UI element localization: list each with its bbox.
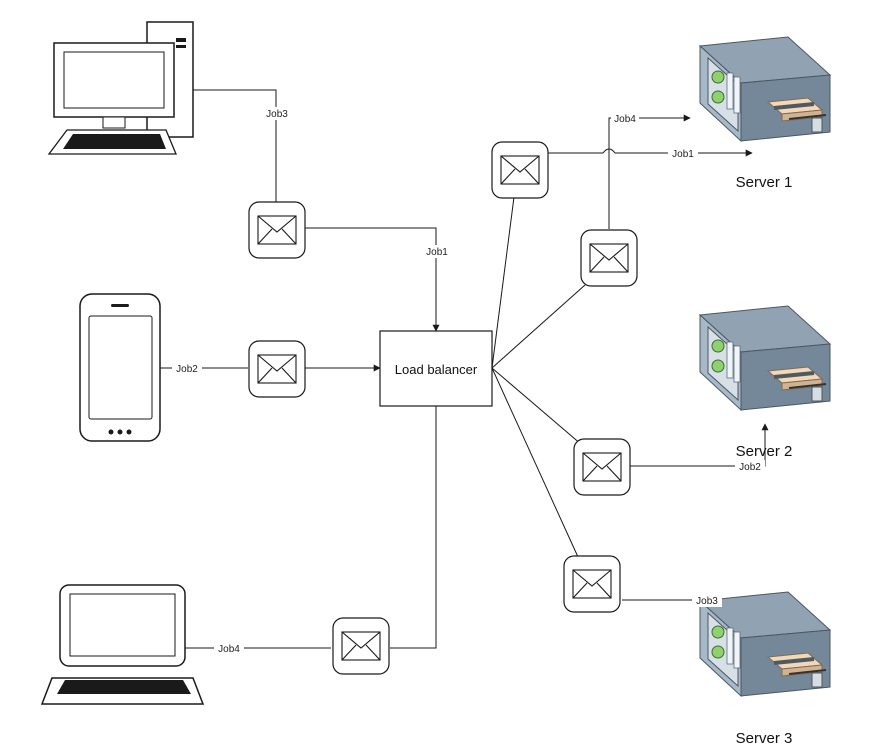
- smartphone-icon: [79, 293, 161, 442]
- message-envelope-icon: [248, 340, 306, 398]
- rack-server-icon: [698, 590, 832, 698]
- job-label: Job4: [614, 114, 636, 125]
- message-envelope-icon: [573, 438, 631, 496]
- message-envelope-icon: [491, 141, 549, 199]
- server-label: Server 3: [736, 730, 793, 747]
- load-balancer-node: Load balancer: [379, 330, 493, 407]
- job-label: Job1: [426, 247, 448, 258]
- server-label: Server 1: [736, 174, 793, 191]
- rack-server-icon: [698, 304, 832, 412]
- rack-server-icon: [698, 35, 832, 143]
- server-label: Server 2: [736, 443, 793, 460]
- server-3: Server 3: [698, 590, 832, 747]
- desktop-computer-icon: [47, 21, 194, 155]
- message-envelope-icon: [248, 201, 306, 259]
- server-1: Server 1: [698, 35, 832, 191]
- laptop-icon: [40, 584, 205, 705]
- job-labels: Job3 Job1 Job2 Job4 Job4 Job1 Job2 Job3: [172, 107, 765, 655]
- job-label: Job2: [176, 364, 198, 375]
- job-label: Job4: [218, 644, 240, 655]
- job-label: Job3: [266, 109, 288, 120]
- message-envelope-icon: [563, 555, 621, 613]
- message-envelope-icon: [332, 617, 390, 675]
- message-envelope-icon: [580, 229, 638, 287]
- job-label: Job3: [696, 596, 718, 607]
- server-2: Server 2: [698, 304, 832, 460]
- load-balancer-label: Load balancer: [395, 362, 478, 377]
- job-label: Job2: [739, 462, 761, 473]
- job-label: Job1: [672, 149, 694, 160]
